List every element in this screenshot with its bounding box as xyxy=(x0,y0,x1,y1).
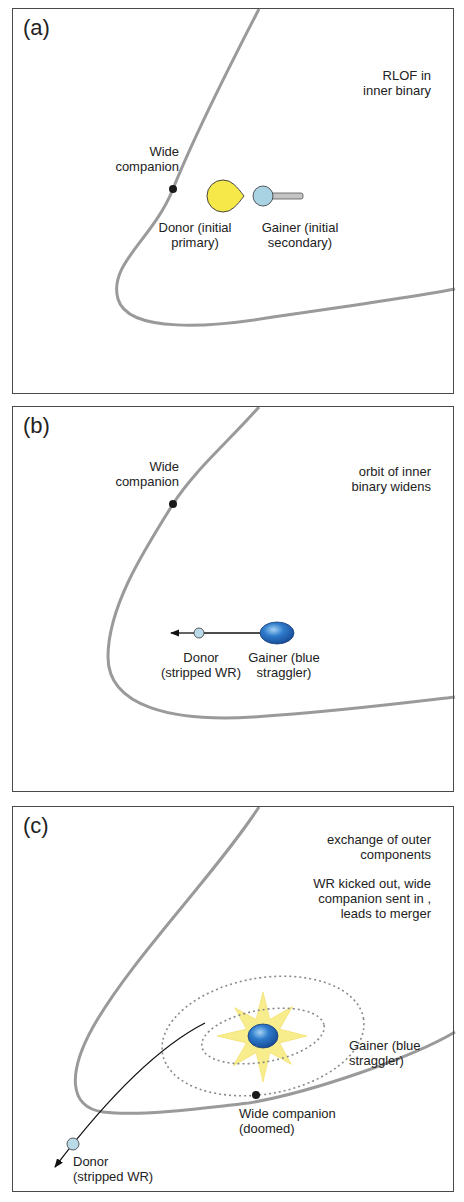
star-outline xyxy=(260,622,294,644)
star-label: Gainer (blue straggler) xyxy=(227,651,341,681)
scenario-panel: (b)orbit of inner binary widensWide comp… xyxy=(12,406,454,792)
star-outline xyxy=(248,1024,278,1048)
ejection-trajectory xyxy=(55,1023,205,1167)
gainer-star: Gainer (initial secondary) xyxy=(253,186,273,206)
blue-straggler-star: Gainer (blue straggler) xyxy=(248,1024,278,1048)
roche-lobe-star xyxy=(207,180,244,212)
star-disc xyxy=(67,1138,79,1150)
panel-letter: (c) xyxy=(23,813,83,838)
wide-companion-star: Wide companion (doomed) xyxy=(252,1091,260,1099)
star-disc xyxy=(253,186,273,206)
scenario-panel: (c) exchange of outer components WR kicked… xyxy=(12,806,454,1192)
panel-letter: (a) xyxy=(23,15,83,40)
panel-note: WR kicked out, wide companion sent in , … xyxy=(303,877,431,922)
star-label: Gainer (blue straggler) xyxy=(349,1039,449,1069)
star-label: Donor (stripped WR) xyxy=(159,651,243,681)
star-label: Donor (initial primary) xyxy=(151,221,239,251)
star-dot xyxy=(169,500,177,508)
panel-letter: (b) xyxy=(23,413,83,438)
panel-note: orbit of inner binary widens xyxy=(339,465,431,495)
star-label: Gainer (initial secondary) xyxy=(243,221,357,251)
star-outline xyxy=(253,186,273,206)
star-label: Donor (stripped WR) xyxy=(73,1155,157,1185)
panel-note: RLOF in inner binary xyxy=(355,69,431,99)
star-outline xyxy=(67,1138,79,1150)
star-dot xyxy=(169,185,177,193)
wide-companion-star: Wide companion xyxy=(169,185,177,193)
panel-b-art xyxy=(108,407,455,718)
panel-note: exchange of outer components xyxy=(323,833,431,863)
star-ellipse xyxy=(248,1024,278,1048)
inspiral-orbit xyxy=(197,1000,328,1073)
star-dot xyxy=(252,1091,260,1099)
inspiral-orbit xyxy=(152,961,373,1111)
wide-companion-star: Wide companion xyxy=(169,500,177,508)
star-outline xyxy=(252,1091,260,1099)
star-outline xyxy=(194,628,204,638)
outer-orbit xyxy=(108,407,455,718)
star-label: Wide companion (doomed) xyxy=(239,1107,349,1137)
outer-orbit xyxy=(75,807,455,1113)
stripped-star: Donor (stripped WR) xyxy=(67,1138,79,1150)
motion-arrow xyxy=(171,632,194,633)
star-outline xyxy=(169,185,177,193)
scenario-panel: (a)RLOF in inner binaryWide companionDon… xyxy=(12,8,454,394)
star-outline xyxy=(169,500,177,508)
stripped-star: Donor (stripped WR) xyxy=(194,628,204,638)
donor-star: Donor (initial primary) xyxy=(206,179,246,213)
star-label: Wide companion xyxy=(107,460,179,490)
star-outline xyxy=(206,179,246,213)
star-label: Wide companion xyxy=(107,145,179,175)
blue-straggler-star: Gainer (blue straggler) xyxy=(260,622,294,644)
panel-c-art xyxy=(55,807,455,1167)
merger-starburst xyxy=(217,992,307,1082)
star-disc xyxy=(194,628,204,638)
binary-link xyxy=(204,632,260,633)
star-ellipse xyxy=(260,622,294,644)
